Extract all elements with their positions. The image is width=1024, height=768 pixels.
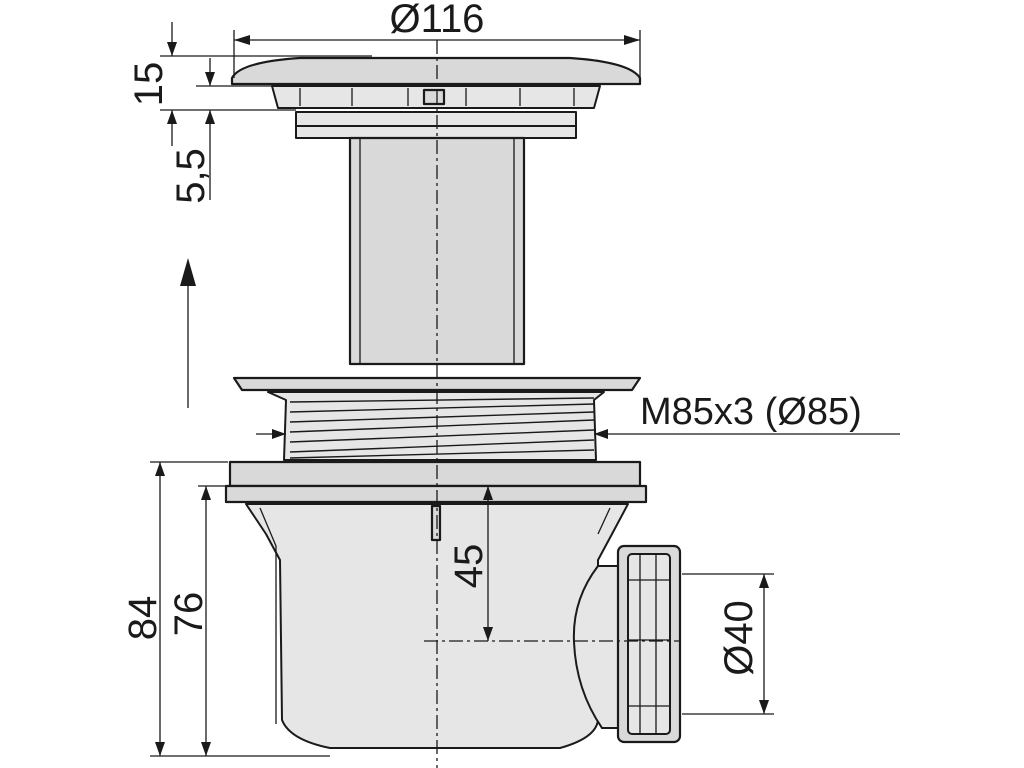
dimension-body-height: 76 <box>167 485 226 756</box>
dimension-label: 84 <box>121 596 165 641</box>
dimension-label: 76 <box>167 592 211 637</box>
dimension-thread: M85x3 (Ø85) <box>256 391 900 439</box>
dimension-cover-height: 15 <box>127 22 372 146</box>
dimension-cover-gap: 5,5 <box>169 58 272 204</box>
dimension-outlet-diameter: Ø40 <box>682 573 774 715</box>
dimension-total-height: 84 <box>121 461 330 757</box>
dimension-cover-diameter: Ø116 <box>233 0 641 78</box>
dimension-outlet-height: 45 <box>447 486 493 641</box>
dimension-label: 5,5 <box>169 148 213 204</box>
flow-direction-arrow <box>180 258 196 408</box>
dimension-label: Ø116 <box>390 0 485 41</box>
dimension-label: M85x3 (Ø85) <box>640 391 862 433</box>
dimension-label: 45 <box>447 544 491 589</box>
outlet-nut <box>572 544 682 744</box>
dimension-label: 15 <box>127 62 171 107</box>
inner-tube <box>295 111 577 366</box>
drain-cover <box>230 56 642 109</box>
dimension-label: Ø40 <box>717 600 761 676</box>
